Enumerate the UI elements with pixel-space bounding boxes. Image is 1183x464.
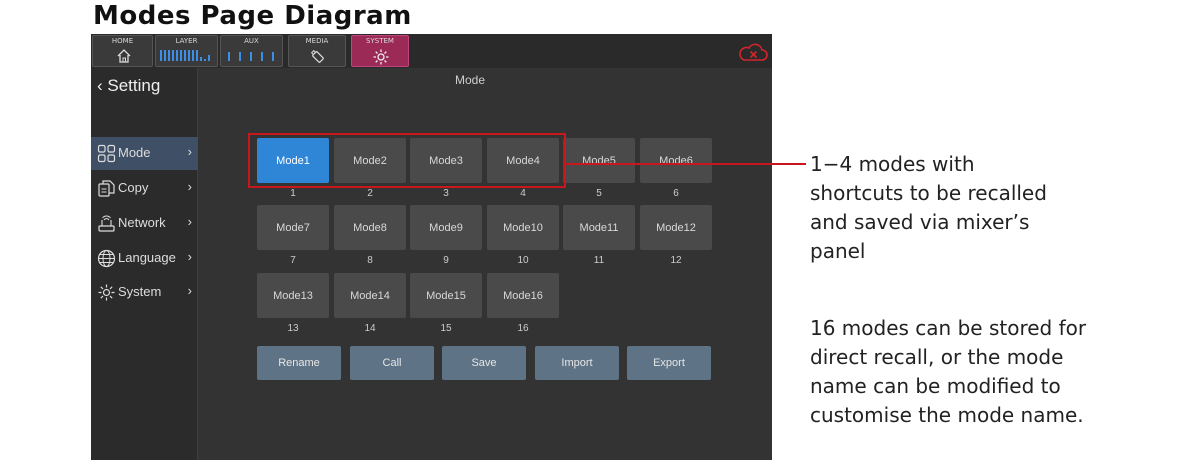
mode-button[interactable]: Mode13 [257,273,329,318]
mixer-screen: HOME LAYER AUX MEDIA [91,34,772,460]
mode-number: 1 [290,188,296,199]
tab-media[interactable]: MEDIA [288,35,346,67]
chevron-right-icon: › [187,144,192,159]
tab-system[interactable]: SYSTEM [351,35,409,67]
page-title: Modes Page Diagram [93,1,412,31]
back-button[interactable]: ‹ Setting [97,76,161,95]
tab-aux-label: AUX [244,37,259,45]
rename-button[interactable]: Rename [257,346,341,380]
mode-number: 3 [443,188,449,199]
tab-home[interactable]: HOME [92,35,153,67]
chevron-right-icon: › [187,214,192,229]
mode-button[interactable]: Mode12 [640,205,712,250]
annotation-line: direct recall, or the mode [810,345,1064,369]
tab-media-label: MEDIA [305,37,329,45]
mode-number: 9 [443,255,449,266]
level-meter-icon [160,50,213,61]
back-label: Setting [107,76,161,95]
mode-number: 15 [440,323,452,334]
mode-number: 13 [287,323,299,334]
call-button[interactable]: Call [350,346,434,380]
tab-home-label: HOME [111,37,134,45]
grid-icon [97,144,116,163]
mode-button[interactable]: Mode2 [334,138,406,183]
sidebar-item-mode[interactable]: Mode › [91,137,198,170]
mode-button[interactable]: Mode7 [257,205,329,250]
mode-button[interactable]: Mode4 [487,138,559,183]
tab-aux[interactable]: AUX [220,35,283,67]
mode-number: 10 [517,255,529,266]
save-button[interactable]: Save [442,346,526,380]
shortcut-annotation: 1−4 modes with shortcuts to be recalled … [810,150,1047,266]
annotation-line: shortcuts to be recalled [810,181,1047,205]
sidebar-item-label: System [118,284,162,299]
sidebar-item-copy[interactable]: Copy › [91,172,198,205]
sidebar-item-label: Network [118,215,166,230]
home-icon [117,49,131,63]
mode-number: 12 [670,255,682,266]
sidebar-item-label: Copy [118,180,149,195]
sidebar-item-label: Language [118,250,176,265]
gear-icon [373,49,389,65]
annotation-line: name can be modified to [810,374,1061,398]
mode-number: 7 [290,255,296,266]
gear-icon [98,284,115,301]
usb-drive-icon [310,49,324,63]
annotation-line: and saved via mixer’s [810,210,1030,234]
export-button[interactable]: Export [627,346,711,380]
globe-icon [97,249,116,268]
mode-button[interactable]: Mode10 [487,205,559,250]
mode-button[interactable]: Mode11 [563,205,635,250]
annotation-line: 1−4 modes with [810,152,975,176]
chevron-right-icon: › [187,283,192,298]
tab-layer[interactable]: LAYER [155,35,218,67]
mode-button[interactable]: Mode1 [257,138,329,183]
storage-annotation: 16 modes can be stored for direct recall… [810,314,1086,430]
shortcut-modes-highlight [248,133,566,188]
mode-number: 8 [367,255,373,266]
mode-button[interactable]: Mode16 [487,273,559,318]
top-bar: HOME LAYER AUX MEDIA [91,34,772,68]
sidebar-item-label: Mode [118,145,151,160]
mode-button[interactable]: Mode14 [334,273,406,318]
tab-system-label: SYSTEM [366,37,394,45]
mode-number: 16 [517,323,529,334]
sidebar-item-network[interactable]: Network › [91,207,198,240]
cloud-disconnected-icon[interactable] [737,41,769,63]
annotation-line: 16 modes can be stored for [810,316,1087,340]
mode-button[interactable]: Mode5 [563,138,635,183]
tab-layer-label: LAYER [175,37,198,45]
network-icon [98,215,115,232]
sidebar-item-language[interactable]: Language › [91,242,198,275]
screen-title: Mode [455,73,486,87]
mode-button[interactable]: Mode8 [334,205,406,250]
callout-line [566,163,806,165]
chevron-right-icon: › [187,179,192,194]
settings-sidebar: ‹ Setting Mode › Copy › [91,68,198,460]
mode-number: 5 [596,188,602,199]
mode-number: 14 [364,323,376,334]
copy-icon [98,180,115,197]
level-meter-icon [225,50,278,61]
mode-number: 4 [520,188,526,199]
mode-button[interactable]: Mode3 [410,138,482,183]
mode-button[interactable]: Mode6 [640,138,712,183]
mode-number: 2 [367,188,373,199]
mode-button[interactable]: Mode15 [410,273,482,318]
mode-button[interactable]: Mode9 [410,205,482,250]
annotation-line: customise the mode name. [810,403,1084,427]
mode-number: 6 [673,188,679,199]
sidebar-item-system[interactable]: System › [91,276,198,309]
mode-number: 11 [593,255,605,266]
chevron-right-icon: › [187,249,192,264]
annotation-line: panel [810,239,866,263]
import-button[interactable]: Import [535,346,619,380]
